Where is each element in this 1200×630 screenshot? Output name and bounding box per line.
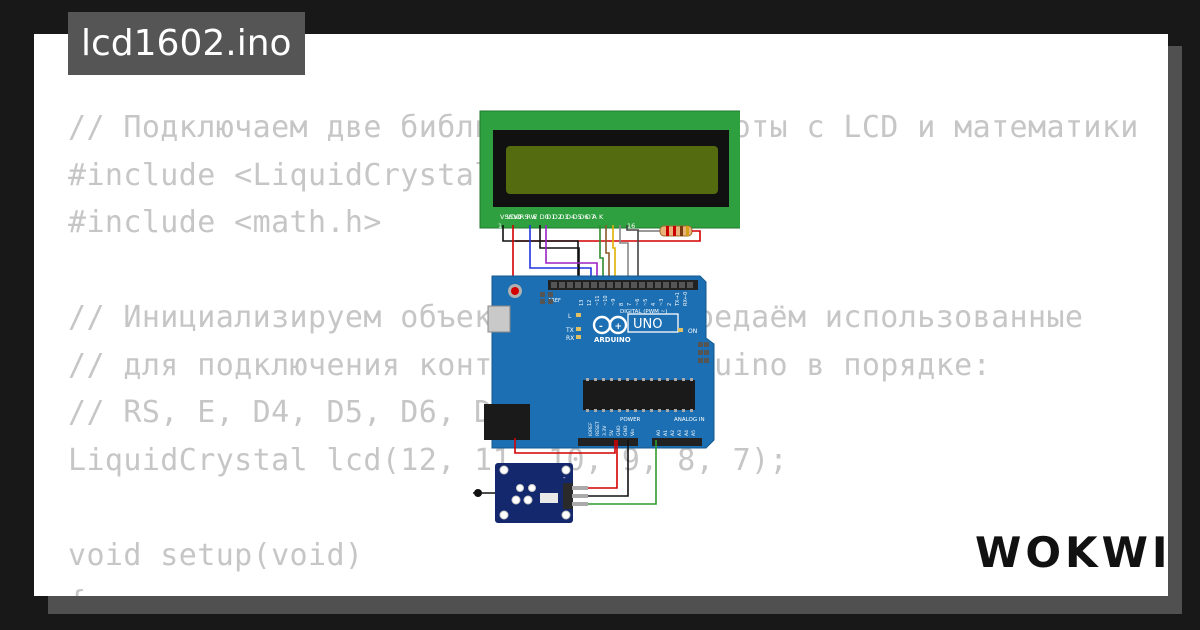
lcd-pin-label: D2	[553, 213, 562, 221]
digital-pin-label: ~6	[635, 299, 641, 306]
power-label: POWER	[620, 417, 641, 423]
analog-pin-label: A5	[691, 430, 697, 436]
code-line: #include <math.h>	[68, 205, 382, 240]
power-pin-label: RESET	[595, 421, 601, 436]
power-pin-label: 3.3V	[602, 425, 608, 436]
lcd-pin-label: E	[533, 213, 537, 221]
lcd-pin-label: K	[599, 213, 604, 221]
lcd-pin-label: D7	[586, 213, 595, 221]
lcd-pin-label: A	[592, 213, 597, 221]
power-pin-label: 5V	[609, 429, 615, 436]
digital-pin-label: RX←0	[683, 292, 689, 306]
digital-pin-label: ~10	[603, 295, 609, 306]
lcd-pin-label: RS	[520, 213, 529, 221]
led-l-label: L	[568, 313, 572, 320]
digital-pin-label: ~9	[611, 299, 617, 306]
power-pin-label: GND	[616, 425, 622, 436]
lcd-pin-label: D0	[540, 213, 549, 221]
digital-pin-label: TX→1	[675, 292, 681, 307]
board-model: UNO	[633, 317, 662, 332]
digital-pin-label: 8	[619, 303, 625, 306]
digital-pin-label: ~5	[643, 299, 649, 306]
lcd-pin-label: VDD	[507, 213, 521, 221]
analog-pin-label: A4	[684, 430, 690, 436]
lcd-pin-first: 1	[498, 222, 502, 230]
digital-pin-label: 7	[627, 303, 633, 306]
analog-pin-label: A0	[656, 430, 662, 436]
code-line: // Инициализируем объект-экран, передаём…	[68, 300, 1084, 335]
aref-label: AREF	[548, 298, 561, 304]
code-line: {	[68, 579, 1139, 596]
digital-pin-label: ~11	[595, 295, 601, 306]
lcd-pin-label: D6	[579, 213, 588, 221]
lcd-pin-label: RW	[526, 213, 537, 221]
led-tx-label: TX	[565, 327, 574, 334]
temperature-sensor-module: - S	[473, 463, 588, 523]
board-brand: ARDUINO	[594, 336, 631, 344]
lcd-pin-last: 16	[627, 222, 635, 230]
sensor-wires	[514, 438, 657, 505]
lcd-pin-label: D5	[573, 213, 582, 221]
wokwi-logo: WOKWI	[975, 528, 1172, 577]
digital-pin-label: 13	[579, 300, 585, 306]
svg-text:-: -	[599, 322, 603, 332]
analog-label: ANALOG IN	[674, 417, 705, 423]
lcd-pin-label: VSS	[500, 213, 513, 221]
code-line: void setup(void)	[68, 537, 364, 573]
resistor	[515, 225, 701, 242]
lcd-pin-label: D1	[546, 213, 555, 221]
power-pin-label: GND	[623, 425, 629, 436]
digital-pin-label: 12	[587, 300, 593, 306]
led-on-label: ON	[688, 328, 697, 335]
digital-label: DIGITAL (PWM ~)	[620, 309, 667, 315]
digital-pin-label: 2	[667, 303, 673, 306]
digital-pin-label: ~3	[659, 299, 665, 306]
lcd-pin-label: D4	[566, 213, 575, 221]
analog-pin-label: A3	[677, 430, 683, 436]
svg-text:+: +	[615, 322, 623, 332]
led-rx-label: RX	[566, 335, 574, 342]
project-title: lcd1602.ino	[68, 12, 305, 75]
power-pin-label: IOREF	[588, 422, 594, 436]
lcd-pin-label: V0	[513, 213, 522, 221]
arduino-logo: - +	[592, 315, 628, 335]
sensor-signal-label: S	[564, 512, 569, 520]
power-pin-label: Vin	[630, 429, 636, 436]
analog-pin-label: A2	[670, 430, 676, 436]
digital-pin-label: 4	[651, 303, 657, 306]
analog-pin-label: A1	[663, 430, 669, 436]
sensor-minus-label: -	[563, 474, 566, 482]
lcd-pin-label: D3	[559, 213, 568, 221]
